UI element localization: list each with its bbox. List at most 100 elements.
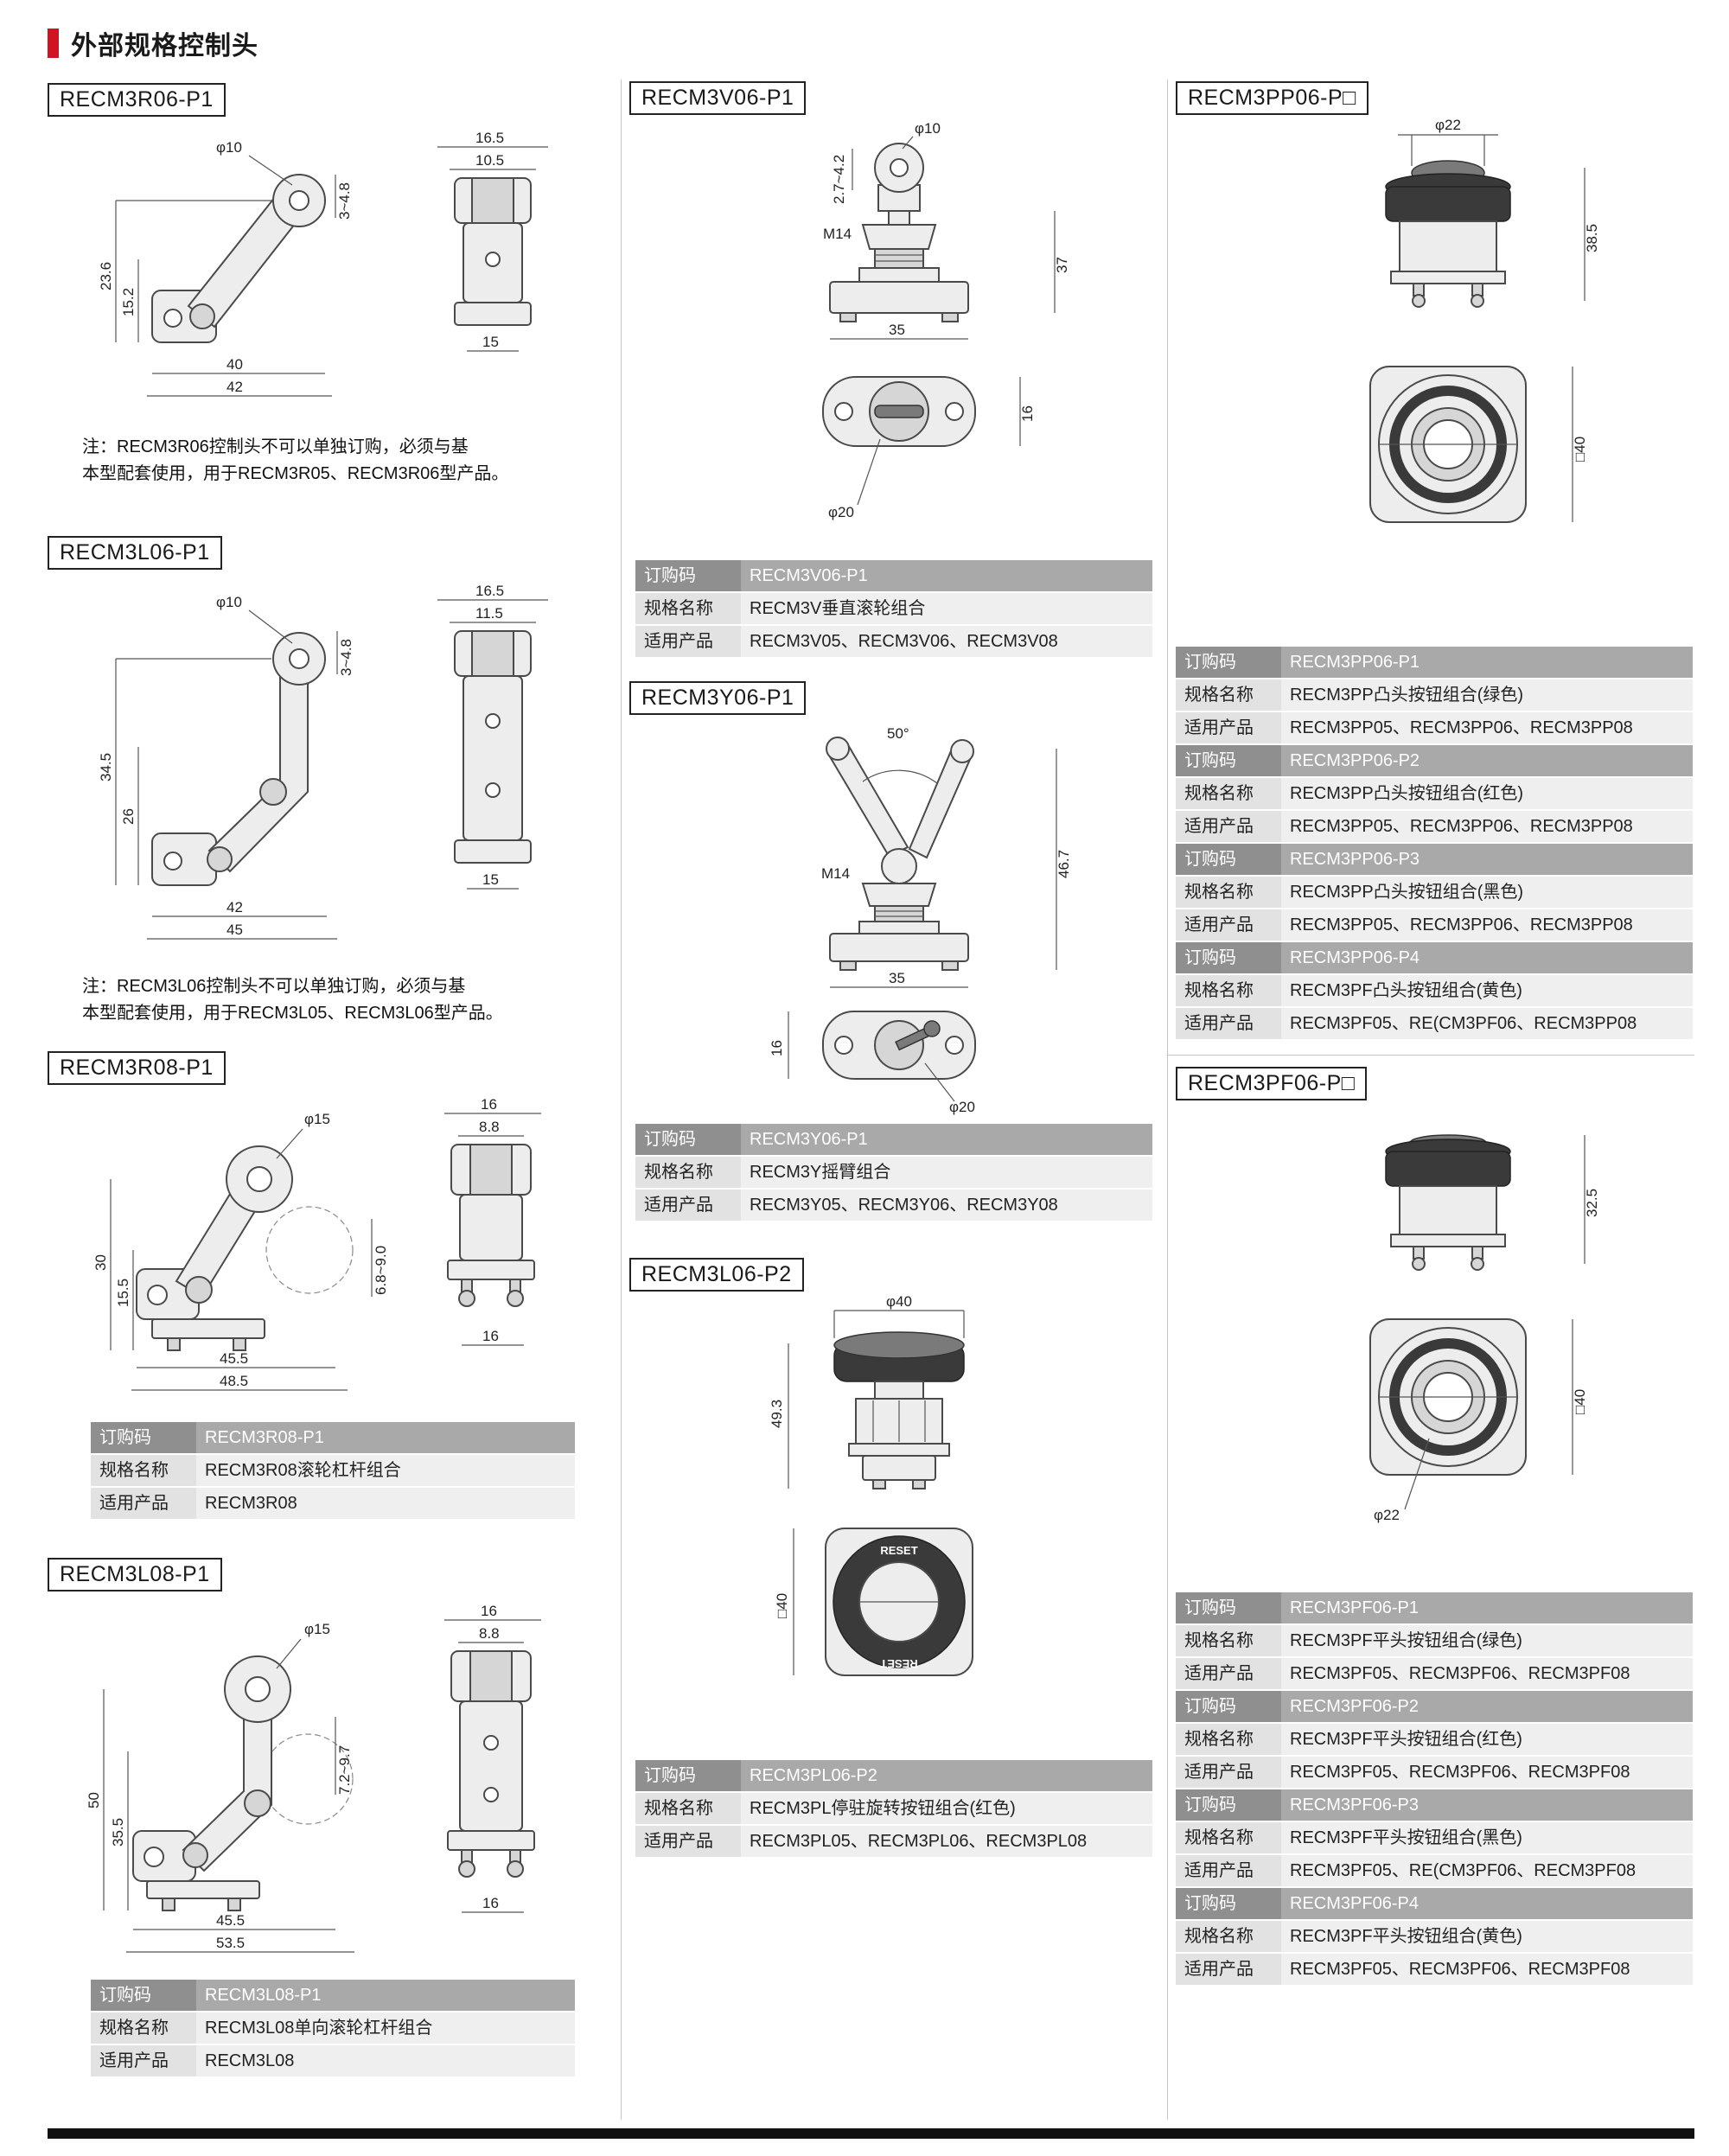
table-row: 规格名称 RECM3L08单向滚轮杠杆组合: [91, 2012, 575, 2045]
dim-label: φ22: [1435, 117, 1461, 133]
table-row: 订购码 RECM3PP06-P3: [1176, 844, 1693, 877]
applicable-value: RECM3PF05、RECM3PF06、RECM3PF08: [1281, 1658, 1693, 1691]
spec-name-label: 规格名称: [1176, 1724, 1281, 1757]
applicable-value: RECM3V05、RECM3V06、RECM3V08: [741, 626, 1152, 659]
part-label-recm3pf06: RECM3PF06-P□: [1176, 1067, 1368, 1100]
dim-label: 16: [481, 1096, 497, 1113]
applicable-label: 适用产品: [635, 1190, 741, 1222]
table-row: 适用产品 RECM3Y05、RECM3Y06、RECM3Y08: [635, 1190, 1152, 1222]
note-recm3r06: 注：RECM3R06控制头不可以单独订购，必须与基 本型配套使用，用于RECM3…: [82, 434, 508, 488]
dim-label: φ15: [304, 1111, 330, 1127]
spec-name-label: 规格名称: [1176, 679, 1281, 712]
table-row: 适用产品 RECM3PF05、RECM3PF06、RECM3PF08: [1176, 1954, 1693, 1987]
applicable-label: 适用产品: [1176, 1008, 1281, 1041]
v06-side-view-shape: [829, 143, 969, 322]
order-code-label: 订购码: [91, 1422, 196, 1455]
order-code-label: 订购码: [1176, 647, 1281, 679]
table-row: 规格名称 RECM3PP凸头按钮组合(黑色): [1176, 877, 1693, 909]
table-row: 适用产品 RECM3PF05、RE(CM3PF06、RECM3PF08: [1176, 1855, 1693, 1888]
part-label-recm3y06-p1: RECM3Y06-P1: [629, 681, 807, 715]
table-row: 规格名称 RECM3PP凸头按钮组合(绿色): [1176, 679, 1693, 712]
reset-text: RESET: [880, 1544, 917, 1557]
applicable-label: 适用产品: [635, 626, 741, 659]
table-row: 适用产品 RECM3PF05、RECM3PF06、RECM3PF08: [1176, 1658, 1693, 1691]
spec-name-label: 规格名称: [1176, 778, 1281, 811]
section-divider: [1168, 1055, 1694, 1056]
table-row: 适用产品 RECM3PP05、RECM3PP06、RECM3PP08: [1176, 909, 1693, 942]
applicable-value: RECM3PF05、RE(CM3PF06、RECM3PF08: [1281, 1855, 1693, 1888]
table-row: 订购码 RECM3V06-P1: [635, 560, 1152, 593]
l06-front-view-shape: [454, 630, 532, 864]
applicable-label: 适用产品: [1176, 712, 1281, 745]
applicable-label: 适用产品: [1176, 909, 1281, 942]
dim-label: 38.5: [1584, 224, 1600, 252]
order-code-value: RECM3PP06-P3: [1281, 844, 1693, 877]
table-row: 规格名称 RECM3Y摇臂组合: [635, 1157, 1152, 1190]
l08-dimensions: φ15 7.2~9.7 50 35.5 45.5 53.5 16 8.8 16: [86, 1603, 541, 1953]
table-row: 订购码 RECM3PF06-P3: [1176, 1789, 1693, 1822]
table-row: 订购码 RECM3Y06-P1: [635, 1124, 1152, 1157]
r08-dimensions: φ15 30 15.5 6.8~9.0 45.5 48.5 16 8.8 16: [93, 1096, 541, 1391]
order-code-label: 订购码: [1176, 942, 1281, 975]
spec-name-value: RECM3Y摇臂组合: [741, 1157, 1152, 1190]
dim-label: 26: [120, 808, 137, 825]
dim-label: 34.5: [98, 753, 114, 781]
order-code-value: RECM3PP06-P2: [1281, 745, 1693, 778]
dim-label: 16.5: [475, 583, 504, 599]
table-row: 规格名称 RECM3PF平头按钮组合(黄色): [1176, 1921, 1693, 1954]
note-line: 本型配套使用，用于RECM3R05、RECM3R06型产品。: [82, 464, 509, 483]
order-code-value: RECM3V06-P1: [741, 560, 1152, 593]
dim-label: φ10: [216, 139, 242, 156]
y06-dimensions: 50° M14 46.7 35 16 φ20: [769, 725, 1072, 1115]
spec-table-v06: 订购码 RECM3V06-P1 规格名称 RECM3V垂直滚轮组合 适用产品 R…: [635, 560, 1152, 659]
dim-label: M14: [821, 865, 850, 882]
spec-table-y06: 订购码 RECM3Y06-P1 规格名称 RECM3Y摇臂组合 适用产品 REC…: [635, 1124, 1152, 1222]
spec-name-label: 规格名称: [635, 1157, 741, 1190]
dim-label: 42: [226, 899, 243, 915]
spec-name-label: 规格名称: [1176, 877, 1281, 909]
table-row: 订购码 RECM3PF06-P1: [1176, 1592, 1693, 1625]
pf-dimensions: 32.5 □40 φ22: [1374, 1135, 1600, 1523]
dim-label: 2.7~4.2: [831, 155, 847, 204]
applicable-label: 适用产品: [1176, 1954, 1281, 1987]
dim-label: φ15: [304, 1621, 330, 1637]
spec-name-value: RECM3PL停驻旋转按钮组合(红色): [741, 1793, 1152, 1826]
note-recm3l06: 注：RECM3L06控制头不可以单独订购，必须与基 本型配套使用，用于RECM3…: [82, 973, 503, 1027]
r06-side-view-shape: [151, 174, 326, 343]
applicable-value: RECM3PP05、RECM3PP06、RECM3PP08: [1281, 909, 1693, 942]
order-code-label: 订购码: [1176, 745, 1281, 778]
table-row: 规格名称 RECM3R08滚轮杠杆组合: [91, 1455, 575, 1488]
dim-label: 16.5: [475, 130, 504, 146]
applicable-value: RECM3PL05、RECM3PL06、RECM3PL08: [741, 1826, 1152, 1859]
applicable-label: 适用产品: [91, 1488, 196, 1521]
dim-label: 50°: [887, 725, 909, 742]
spec-name-value: RECM3R08滚轮杠杆组合: [196, 1455, 575, 1488]
dim-label: 40: [226, 356, 243, 373]
table-row: 规格名称 RECM3PL停驻旋转按钮组合(红色): [635, 1793, 1152, 1826]
column-divider: [1167, 80, 1168, 2120]
note-line: 注：RECM3R06控制头不可以单独订购，必须与基: [82, 437, 469, 456]
dim-label: 35: [889, 322, 905, 338]
spec-name-label: 规格名称: [1176, 975, 1281, 1008]
spec-table-pf: 订购码 RECM3PF06-P1 规格名称 RECM3PF平头按钮组合(绿色) …: [1176, 1592, 1693, 1987]
table-row: 规格名称 RECM3PF平头按钮组合(绿色): [1176, 1625, 1693, 1658]
dim-label: φ40: [886, 1293, 912, 1310]
part-label-recm3l06-p1: RECM3L06-P1: [48, 536, 222, 570]
table-row: 订购码 RECM3PP06-P2: [1176, 745, 1693, 778]
reset-text: RESET: [880, 1657, 917, 1670]
column-divider: [621, 80, 622, 2120]
spec-name-value: RECM3PF平头按钮组合(绿色): [1281, 1625, 1693, 1658]
page-title: 外部规格控制头: [71, 32, 258, 61]
table-row: 适用产品 RECM3PP05、RECM3PP06、RECM3PP08: [1176, 712, 1693, 745]
part-label-recm3l06-p2: RECM3L06-P2: [629, 1258, 804, 1292]
dim-label: 53.5: [216, 1935, 245, 1951]
y06-bottom-view-shape: [822, 1011, 976, 1080]
drawing-recm3l06p2: RESET RESET φ40 49.3 □40: [769, 1293, 973, 1676]
applicable-value: RECM3R08: [196, 1488, 575, 1521]
table-row: 适用产品 RECM3PL05、RECM3PL06、RECM3PL08: [635, 1826, 1152, 1859]
order-code-value: RECM3PP06-P4: [1281, 942, 1693, 975]
r06-dimensions: φ10 3~4.8 23.6 15.2 40 42 16.5 10.5 15: [98, 130, 548, 397]
note-line: 本型配套使用，用于RECM3L05、RECM3L06型产品。: [82, 1004, 503, 1023]
note-line: 注：RECM3L06控制头不可以单独订购，必须与基: [82, 977, 466, 996]
